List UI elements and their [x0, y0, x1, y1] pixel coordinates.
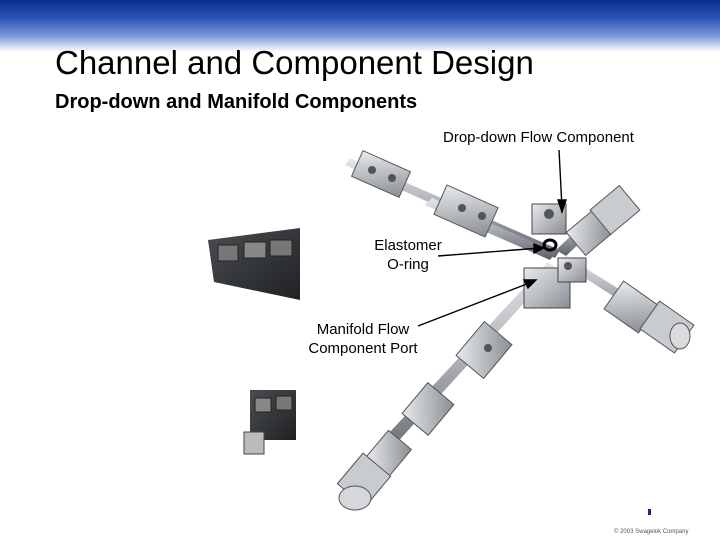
label-oring-line1: Elastomer [374, 237, 442, 254]
label-port-line2: Component Port [308, 340, 418, 357]
main-tube [345, 149, 560, 260]
header-band [0, 0, 720, 52]
logo-mark [648, 509, 651, 515]
upper-right-fitting [556, 184, 641, 257]
right-tube [560, 256, 695, 354]
o-ring [542, 238, 558, 252]
label-port-line1: Manifold Flow [316, 321, 410, 338]
leader-line-dropdown [558, 149, 563, 209]
leader-lines [417, 149, 567, 327]
copyright-footer: © 2003 Swagelok Company [614, 529, 689, 535]
dropdown-component [523, 203, 587, 309]
leader-line-port [417, 281, 533, 327]
label-oring: Elastomer O-ring [358, 236, 458, 274]
label-oring-line2: O-ring [387, 256, 429, 273]
slide-subtitle: Drop-down and Manifold Components [55, 91, 418, 113]
label-manifold-port: Manifold Flow Component Port [288, 320, 438, 358]
left-manifold-assembly [208, 228, 300, 455]
label-dropdown-component: Drop-down Flow Component [443, 129, 634, 146]
slide-title: Channel and Component Design [55, 44, 534, 81]
cross-tube [336, 262, 556, 511]
leader-line-oring [437, 247, 541, 257]
